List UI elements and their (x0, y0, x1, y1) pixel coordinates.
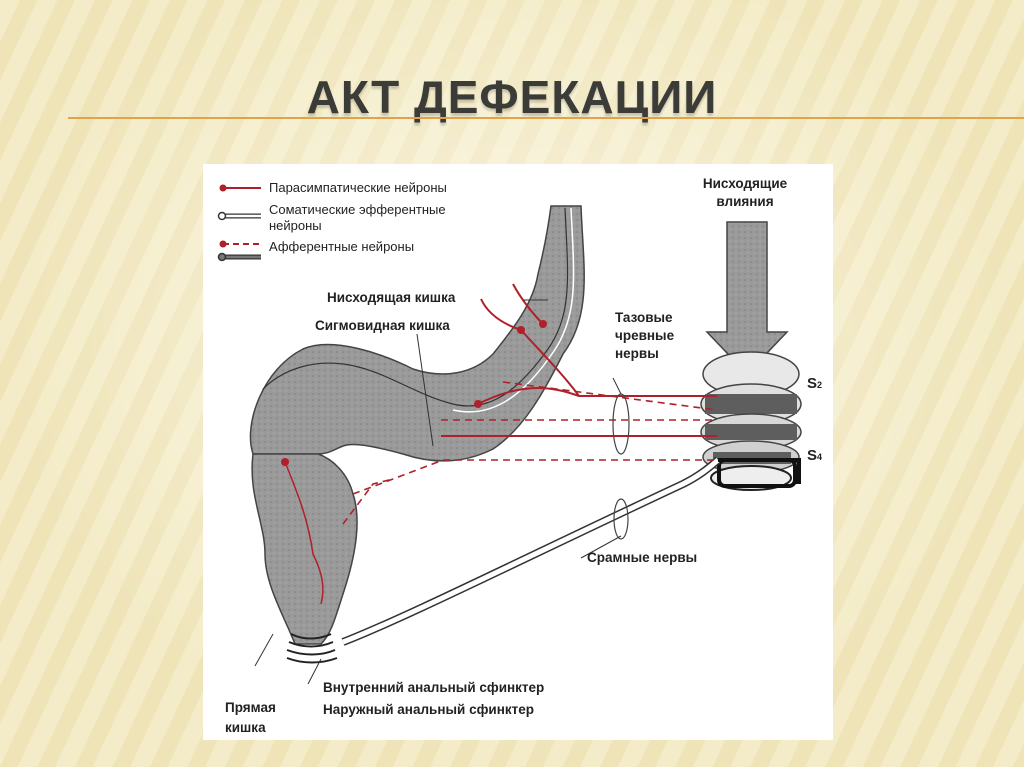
internal-sphincter-label: Внутренний анальный сфинктер (323, 680, 545, 695)
defecation-diagram: Парасимпатические нейроны Соматические э… (203, 164, 833, 740)
spinal-cord (700, 351, 802, 491)
pelvic-nerves-line1: Тазовые (615, 310, 673, 325)
legend-somatic-line2: нейроны (269, 218, 322, 233)
afferent-pathways (342, 381, 718, 525)
sigmoid-colon-label: Сигмовидная кишка (315, 318, 450, 333)
segment-s4-label: S4 (807, 447, 823, 464)
anal-sphincters (286, 633, 338, 664)
pelvic-nerves-line2: чревные (615, 328, 675, 343)
legend-afferent: Афферентные нейроны (269, 239, 415, 254)
rectum-line2: кишка (225, 720, 266, 735)
pelvic-nerves-line3: нервы (615, 346, 659, 361)
descending-influence-line2: влияния (716, 194, 774, 209)
legend-symbols (217, 184, 261, 262)
descending-influence-arrow (705, 221, 789, 376)
legend-parasympathetic: Парасимпатические нейроны (269, 180, 447, 195)
descending-influence-line1: Нисходящие (702, 176, 788, 191)
segment-s2-label: S2 (807, 375, 823, 392)
rectum-shape (251, 453, 358, 645)
pudendal-nerves-label: Срамные нервы (587, 550, 698, 565)
descending-colon-label: Нисходящая кишка (327, 290, 456, 305)
legend-somatic-line1: Соматические эфферентные (269, 202, 446, 217)
title-underline (68, 117, 1024, 119)
diagram-drawing (217, 184, 802, 685)
rectum-line1: Прямая (225, 700, 276, 715)
slide-title: АКТ ДЕФЕКАЦИИ (306, 71, 718, 123)
external-sphincter-label: Наружный анальный сфинктер (323, 702, 534, 717)
